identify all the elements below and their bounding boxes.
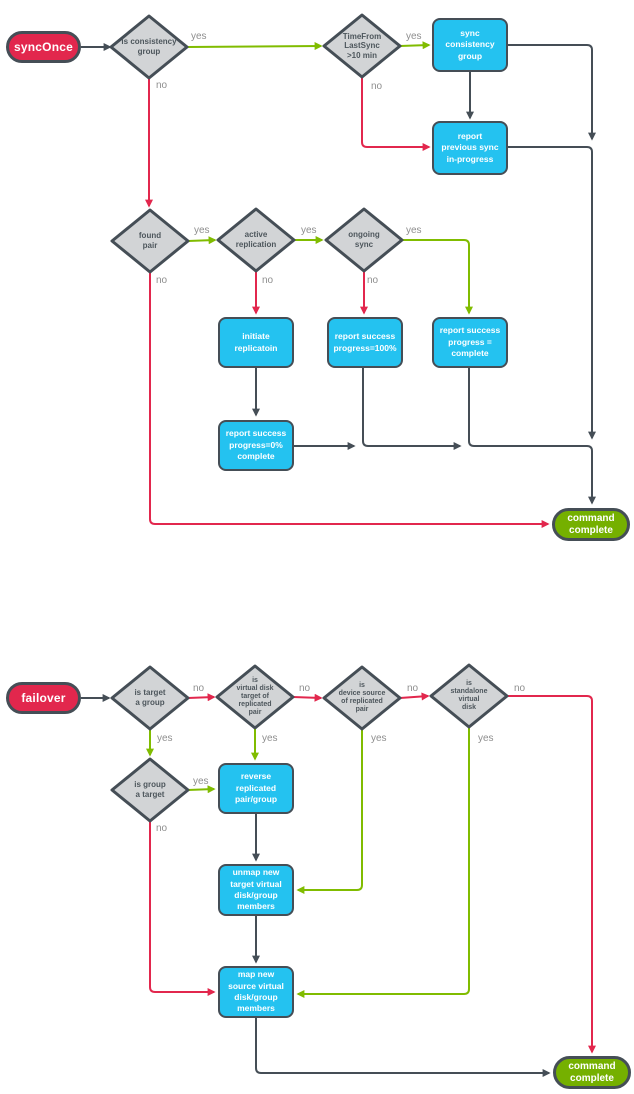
decision-active-replication-shape — [216, 207, 296, 273]
decision-ongoing-sync-shape — [324, 207, 404, 273]
edge-devsource-yes — [296, 729, 363, 894]
decision-is-device-source-shape — [322, 665, 402, 731]
decision-is-consistency-group: is consistency group — [121, 37, 177, 56]
decision-ongoing-sync: ongoing sync — [348, 230, 380, 249]
edge-timefrom-no — [361, 77, 431, 151]
process-report-success-complete: report success progress = complete — [432, 317, 508, 368]
process-sync-consistency-group: sync consistency group — [432, 18, 508, 72]
process-unmap-new-target: unmap new target virtual disk/group memb… — [218, 864, 294, 916]
synconce-start-pill: syncOnce — [6, 31, 81, 63]
label-ongoing-no: no — [367, 275, 379, 286]
label-devsource-yes: yes — [371, 733, 387, 744]
edge-map-to-end — [255, 1018, 551, 1077]
edge-grouptarget-no — [149, 821, 216, 996]
decision-found-pair: found pair — [138, 231, 162, 250]
decision-is-vd-target: is virtual disk target of replicated pai… — [236, 676, 274, 717]
label-standalone-no: no — [514, 683, 526, 694]
process-map-new-source: map new source virtual disk/group member… — [218, 966, 294, 1018]
label-foundpair-yes: yes — [194, 225, 210, 236]
label-consistency-yes: yes — [191, 31, 207, 42]
decision-is-target-a-group: is target a group — [134, 688, 166, 707]
decision-timefrom-lastsync: TimeFrom LastSync >10 min — [342, 31, 382, 60]
decision-is-group-a-target: is group a target — [134, 780, 166, 799]
failover-start-pill: failover — [6, 682, 81, 714]
edge-syncgroup-right — [508, 44, 596, 141]
label-timefrom-no: no — [371, 81, 383, 92]
label-devsource-no: no — [407, 683, 419, 694]
edge-istarget-no — [187, 693, 216, 702]
decision-is-vd-target-shape — [215, 664, 295, 730]
edge-standalone-no — [507, 695, 596, 1054]
label-istarget-yes: yes — [157, 733, 173, 744]
label-consistency-no: no — [156, 80, 168, 91]
decision-is-standalone-vd-shape — [429, 663, 509, 729]
process-report-success-0: report success progress=0% complete — [218, 420, 294, 471]
edge-standalone-yes — [296, 727, 470, 998]
failover-end-pill: command complete — [553, 1056, 631, 1089]
decision-is-standalone-vd: is standalone virtual disk — [450, 679, 488, 712]
decision-is-consistency-group-shape — [109, 14, 189, 80]
decision-is-group-a-target-shape — [110, 757, 190, 823]
decision-active-replication: active replication — [235, 230, 277, 249]
label-activerepl-yes: yes — [301, 225, 317, 236]
edge-foundpair-yes — [187, 236, 217, 245]
label-standalone-yes: yes — [478, 733, 494, 744]
label-grouptarget-no: no — [156, 823, 168, 834]
decision-is-target-a-group-shape — [110, 665, 190, 731]
label-ongoing-yes: yes — [406, 225, 422, 236]
edge-devsource-no — [399, 692, 430, 701]
decision-found-pair-shape — [110, 208, 190, 274]
edge-report100-down — [362, 368, 462, 450]
edge-reportprev-right — [508, 146, 596, 440]
label-activerepl-no: no — [262, 275, 274, 286]
label-vdtarget-no: no — [299, 683, 311, 694]
label-foundpair-no: no — [156, 275, 168, 286]
process-initiate-replication: initiate replicatoin — [218, 317, 294, 368]
label-grouptarget-yes: yes — [193, 776, 209, 787]
edge-timefrom-yes — [399, 41, 431, 50]
process-reverse-replicated: reverse replicated pair/group — [218, 763, 294, 814]
edge-grouptarget-yes — [187, 785, 216, 794]
edge-vdtarget-no — [292, 693, 323, 702]
label-istarget-no: no — [193, 683, 205, 694]
edge-consistency-yes — [186, 42, 323, 51]
label-timefrom-yes: yes — [406, 31, 422, 42]
decision-is-device-source: is device source of replicated pair — [338, 681, 386, 714]
synconce-end-pill: command complete — [552, 508, 630, 541]
edge-reportcomplete-to-end — [468, 368, 596, 505]
process-report-previous-sync: report previous sync in-progress — [432, 121, 508, 175]
decision-timefrom-lastsync-shape — [322, 13, 402, 79]
edge-ongoing-yes — [402, 239, 473, 315]
label-vdtarget-yes: yes — [262, 733, 278, 744]
edge-foundpair-no — [149, 272, 550, 528]
process-report-success-100: report success progress=100% — [327, 317, 403, 368]
